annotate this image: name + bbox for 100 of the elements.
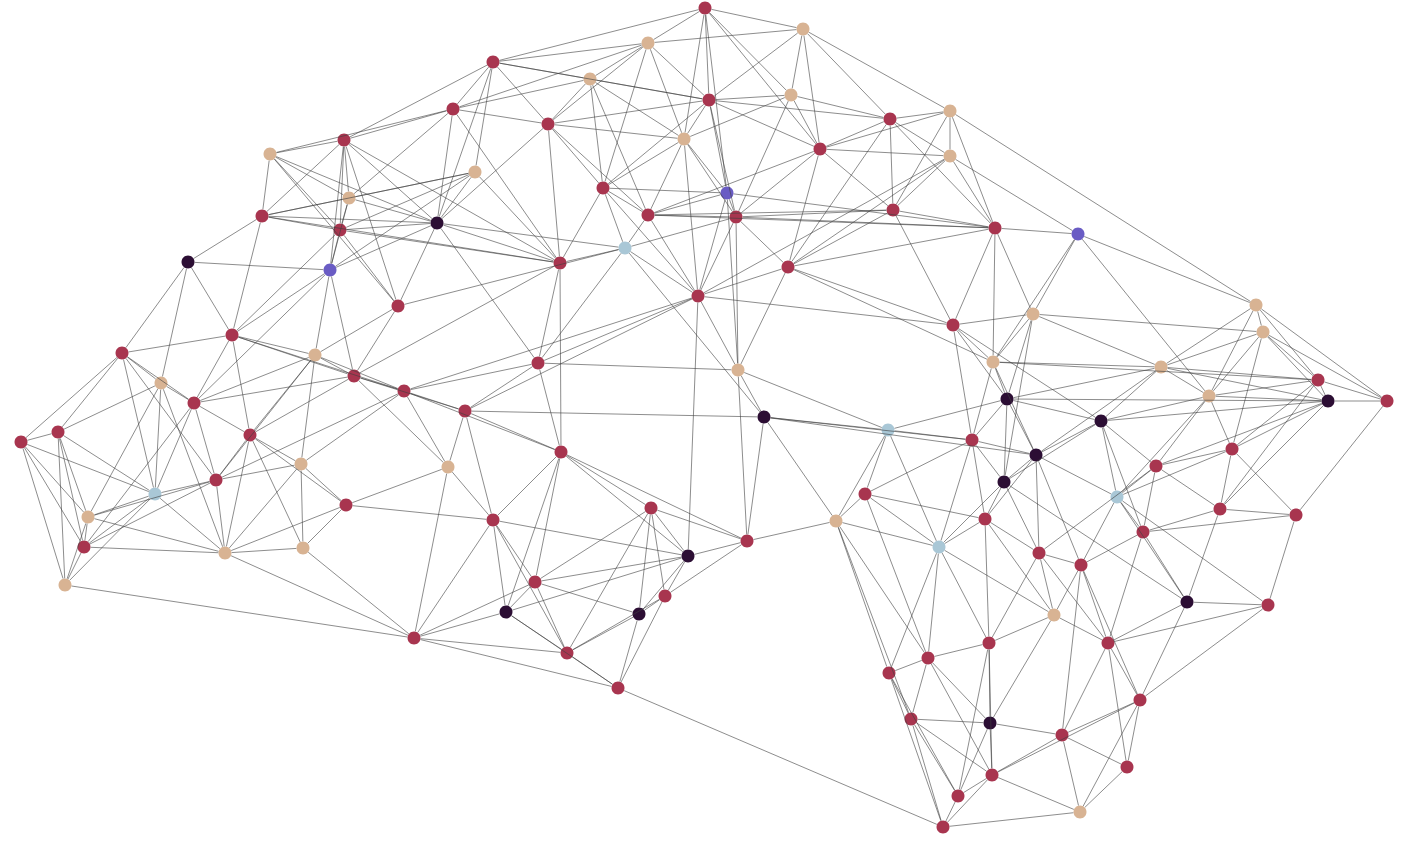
network-node <box>486 55 500 69</box>
network-node <box>554 445 568 459</box>
network-node <box>1380 394 1394 408</box>
network-node <box>458 404 472 418</box>
network-node <box>333 223 347 237</box>
network-node <box>225 328 239 342</box>
network-node <box>486 513 500 527</box>
network-node <box>468 165 482 179</box>
network-node <box>829 514 843 528</box>
network-node <box>1202 389 1216 403</box>
network-node <box>583 72 597 86</box>
network-node <box>618 241 632 255</box>
network-node <box>441 460 455 474</box>
network-node <box>658 589 672 603</box>
network-node <box>985 768 999 782</box>
network-node <box>337 133 351 147</box>
network-node <box>1136 525 1150 539</box>
network-node <box>641 36 655 50</box>
network-node <box>740 534 754 548</box>
network-node <box>560 646 574 660</box>
network-node <box>77 540 91 554</box>
network-node <box>904 712 918 726</box>
network-node <box>148 487 162 501</box>
network-node <box>731 363 745 377</box>
network-node <box>1261 598 1275 612</box>
network-node <box>14 435 28 449</box>
network-node <box>391 299 405 313</box>
network-node <box>943 104 957 118</box>
network-node <box>407 631 421 645</box>
network-node <box>1149 459 1163 473</box>
network-node <box>255 209 269 223</box>
network-node <box>499 605 513 619</box>
network-node <box>1321 394 1335 408</box>
network-node <box>1071 227 1085 241</box>
network-node <box>209 473 223 487</box>
network-node <box>702 93 716 107</box>
network-node <box>323 263 337 277</box>
network-node <box>1055 728 1069 742</box>
network-node <box>644 501 658 515</box>
network-node <box>681 549 695 563</box>
network-node <box>115 346 129 360</box>
network-node <box>997 475 1011 489</box>
network-node <box>181 255 195 269</box>
network-node <box>813 142 827 156</box>
network-node <box>1256 325 1270 339</box>
network-node <box>946 318 960 332</box>
network-node <box>1029 448 1043 462</box>
network-node <box>553 256 567 270</box>
network-node <box>936 820 950 834</box>
network-node <box>347 369 361 383</box>
network-node <box>881 423 895 437</box>
network-node <box>1311 373 1325 387</box>
network-node <box>51 425 65 439</box>
network-node <box>720 186 734 200</box>
network-node <box>978 512 992 526</box>
network-node <box>921 651 935 665</box>
network-node <box>691 289 705 303</box>
network-node <box>886 203 900 217</box>
network-node <box>58 578 72 592</box>
network-node <box>1073 805 1087 819</box>
network-node <box>154 376 168 390</box>
network-node <box>1213 502 1227 516</box>
network-node <box>951 789 965 803</box>
network-node <box>1110 490 1124 504</box>
network-node <box>677 132 691 146</box>
network-node <box>858 487 872 501</box>
network-node <box>1249 298 1263 312</box>
network-node <box>983 716 997 730</box>
network-node <box>781 260 795 274</box>
network-node <box>1074 558 1088 572</box>
network-node <box>541 117 555 131</box>
network-node <box>882 666 896 680</box>
network-node <box>342 191 356 205</box>
network-node <box>943 149 957 163</box>
network-node <box>218 546 232 560</box>
network-node <box>528 575 542 589</box>
network-node <box>296 541 310 555</box>
network-node <box>641 208 655 222</box>
network-node <box>1180 595 1194 609</box>
network-node <box>1026 307 1040 321</box>
network-node <box>1225 442 1239 456</box>
network-node <box>308 348 322 362</box>
network-node <box>263 147 277 161</box>
network-node <box>1032 546 1046 560</box>
network-node <box>339 498 353 512</box>
network-node <box>982 636 996 650</box>
network-node <box>932 540 946 554</box>
network-node <box>784 88 798 102</box>
network-node <box>596 181 610 195</box>
network-node <box>796 22 810 36</box>
network-node <box>1101 636 1115 650</box>
network-node <box>632 607 646 621</box>
network-node <box>611 681 625 695</box>
network-node <box>446 102 460 116</box>
network-node <box>729 210 743 224</box>
network-node <box>1000 392 1014 406</box>
network-node <box>187 396 201 410</box>
network-node <box>757 410 771 424</box>
network-node <box>81 510 95 524</box>
network-node <box>1133 693 1147 707</box>
